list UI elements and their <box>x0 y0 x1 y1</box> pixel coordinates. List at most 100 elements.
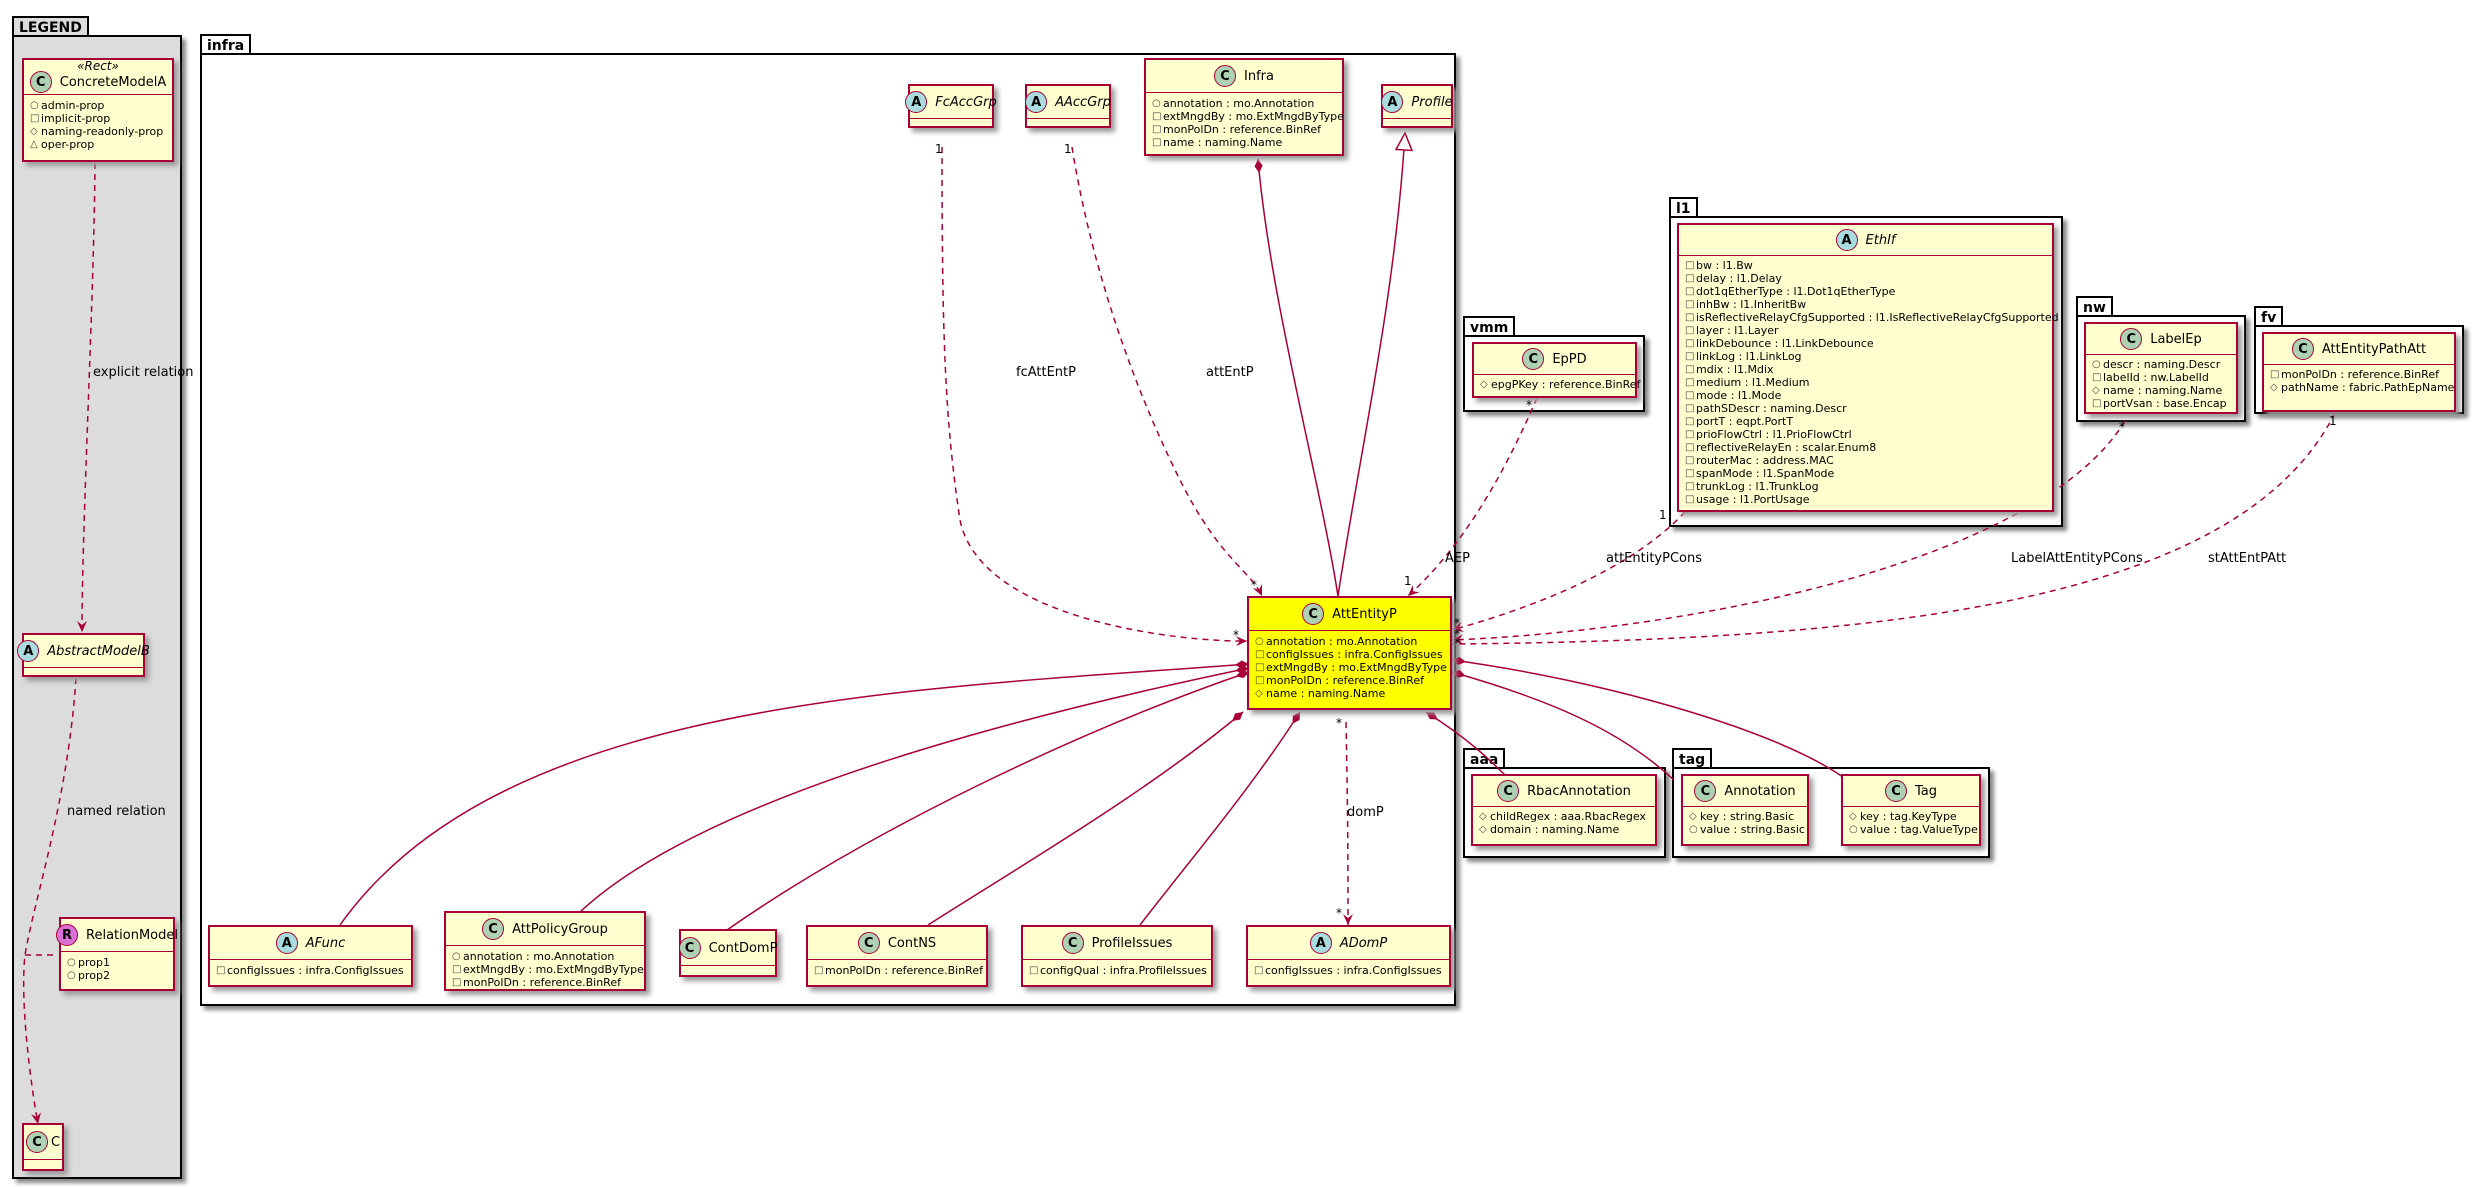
private-visibility-icon: □ <box>1685 403 1695 414</box>
class-r-icon: R <box>56 924 79 946</box>
vmm-package-tab: vmm <box>1463 316 1516 336</box>
class-adomp[interactable]: A ADomP □configIssues : infra.ConfigIssu… <box>1246 925 1451 987</box>
infra-composition-edge <box>1254 158 1339 597</box>
class-name: RbacAnnotation <box>1527 783 1631 799</box>
named-relation-label: named relation <box>67 804 166 819</box>
class-attentityp[interactable]: C AttEntityP ○annotation : mo.Annotation… <box>1247 596 1452 710</box>
class-contns[interactable]: C ContNS □monPolDn : reference.BinRef <box>806 925 988 987</box>
attentitypathatt-source-multiplicity: 1 <box>2329 414 2337 428</box>
attr-row: ○descr : naming.Descr <box>2092 358 2221 371</box>
attr-row: □pathSDescr : naming.Descr <box>1685 402 1847 415</box>
aep-target-multiplicity: 1 <box>1404 574 1412 588</box>
named-relation-edge <box>22 677 77 1125</box>
protected-visibility-icon: ◇ <box>1480 379 1488 390</box>
class-rbacannotation[interactable]: C RbacAnnotation ◇childRegex : aaa.RbacR… <box>1471 774 1657 846</box>
attr-row: □linkDebounce : l1.LinkDebounce <box>1685 337 1874 350</box>
class-profile[interactable]: A Profile <box>1381 84 1453 128</box>
contns-composition-edge <box>927 711 1244 926</box>
class-c-icon: C <box>1884 780 1907 802</box>
class-name: ProfileIssues <box>1091 935 1173 951</box>
class-a-icon: A <box>275 932 298 954</box>
attentitypcons-target-multiplicity: * <box>1454 616 1460 630</box>
class-eppd[interactable]: C EpPD ◇epgPKey : reference.BinRef <box>1472 342 1641 398</box>
attr-row: △oper-prop <box>30 138 95 151</box>
protected-visibility-icon: ◇ <box>1479 811 1487 822</box>
attr-row: □configIssues : infra.ConfigIssues <box>1254 964 1442 977</box>
attr-row: ○value : tag.ValueType <box>1849 823 1978 836</box>
private-visibility-icon: □ <box>2092 372 2102 383</box>
labelattentitypcons-label: LabelAttEntityPCons <box>2011 551 2143 566</box>
aep-edge <box>1407 397 1538 597</box>
labelep-source-multiplicity: * <box>2119 420 2125 434</box>
class-contdomp[interactable]: C ContDomP <box>678 929 777 977</box>
private-visibility-icon: □ <box>1685 416 1695 427</box>
class-aaccgrp[interactable]: A AAccGrp <box>1025 84 1111 128</box>
legend-package-tab: LEGEND <box>12 16 89 36</box>
class-a-icon: A <box>1381 91 1404 113</box>
attr-row: ◇epgPKey : reference.BinRef <box>1480 378 1641 391</box>
private-visibility-icon: □ <box>1255 649 1265 660</box>
private-visibility-icon: □ <box>1152 111 1162 122</box>
attentitypcons-edge <box>1451 511 1686 632</box>
class-attentitypathatt[interactable]: C AttEntityPathAtt □monPolDn : reference… <box>2262 332 2456 412</box>
attr-row: ○prop2 <box>67 969 110 982</box>
private-visibility-icon: □ <box>30 113 40 124</box>
class-c-icon: C <box>857 932 880 954</box>
attr-row: □monPolDn : reference.BinRef <box>814 964 983 977</box>
class-profileissues[interactable]: C ProfileIssues □configQual : infra.Prof… <box>1021 925 1213 987</box>
aaa-package-tab: aaa <box>1463 748 1506 768</box>
class-name: C <box>50 1134 61 1150</box>
legend-concrete-model[interactable]: «Rect» C ConcreteModelA ○admin-prop □imp… <box>22 58 174 162</box>
public-visibility-icon: ○ <box>67 970 76 981</box>
attr-row: □implicit-prop <box>30 112 111 125</box>
private-visibility-icon: □ <box>1685 273 1695 284</box>
fcattentp-target-multiplicity: * <box>1233 628 1239 642</box>
class-annotation[interactable]: C Annotation ◇key : string.Basic ○value … <box>1681 774 1809 846</box>
class-name: EpPD <box>1552 351 1587 367</box>
attentp-label: attEntP <box>1206 365 1254 380</box>
private-visibility-icon: □ <box>1685 260 1695 271</box>
attr-row: □monPolDn : reference.BinRef <box>1152 123 1321 136</box>
protected-visibility-icon: ◇ <box>2270 382 2278 393</box>
profile-generalization-edge <box>1337 133 1405 597</box>
private-visibility-icon: □ <box>1685 325 1695 336</box>
class-name: Annotation <box>1724 783 1796 799</box>
public-visibility-icon: ○ <box>1152 98 1161 109</box>
attr-row: ◇name : naming.Name <box>2092 384 2223 397</box>
private-visibility-icon: □ <box>1254 965 1264 976</box>
class-fcaccgrp[interactable]: A FcAccGrp <box>905 84 997 128</box>
legend-relation-model[interactable]: R RelationModel ○prop1 ○prop2 <box>56 917 178 991</box>
labelattentitypcons-edge <box>1451 420 2126 645</box>
class-c-icon: C <box>1522 348 1545 370</box>
protected-visibility-icon: ◇ <box>1689 811 1697 822</box>
private-visibility-icon: □ <box>1029 965 1039 976</box>
private-visibility-icon: □ <box>1685 390 1695 401</box>
private-visibility-icon: □ <box>1685 494 1695 505</box>
class-name: ConcreteModelA <box>59 74 167 90</box>
private-visibility-icon: □ <box>2092 398 2102 409</box>
class-name: Profile <box>1411 94 1453 110</box>
private-visibility-icon: □ <box>1685 338 1695 349</box>
legend-c-model[interactable]: C C <box>22 1123 64 1171</box>
eppd-source-multiplicity: * <box>1526 398 1532 412</box>
attentp-edge <box>1071 146 1263 597</box>
private-visibility-icon: □ <box>1152 124 1162 135</box>
class-tag[interactable]: C Tag ◇key : tag.KeyType ○value : tag.Va… <box>1841 774 1981 846</box>
private-visibility-icon: □ <box>1685 312 1695 323</box>
public-visibility-icon: ○ <box>67 957 76 968</box>
attr-row: □portT : eqpt.PortT <box>1685 415 1794 428</box>
aep-label: AEP <box>1445 551 1470 566</box>
attr-row: □bw : l1.Bw <box>1685 259 1753 272</box>
legend-abstract-model[interactable]: A AbstractModelB <box>17 633 150 677</box>
private-visibility-icon: □ <box>452 964 462 975</box>
class-attpolicygroup[interactable]: C AttPolicyGroup ○annotation : mo.Annota… <box>444 911 646 991</box>
attr-row: □layer : l1.Layer <box>1685 324 1779 337</box>
class-labelep[interactable]: C LabelEp ○descr : naming.Descr □labelId… <box>2084 322 2238 414</box>
class-infra[interactable]: C Infra ○annotation : mo.Annotation □ext… <box>1144 58 1344 156</box>
protected-visibility-icon: ◇ <box>1255 688 1263 699</box>
public-visibility-icon: ○ <box>1255 636 1264 647</box>
attr-row: ◇name : naming.Name <box>1255 687 1386 700</box>
class-afunc[interactable]: A AFunc □configIssues : infra.ConfigIssu… <box>208 925 413 987</box>
attr-row: □mode : l1.Mode <box>1685 389 1782 402</box>
class-ethif[interactable]: A EthIf □bw : l1.Bw □delay : l1.Delay □d… <box>1677 223 2059 512</box>
